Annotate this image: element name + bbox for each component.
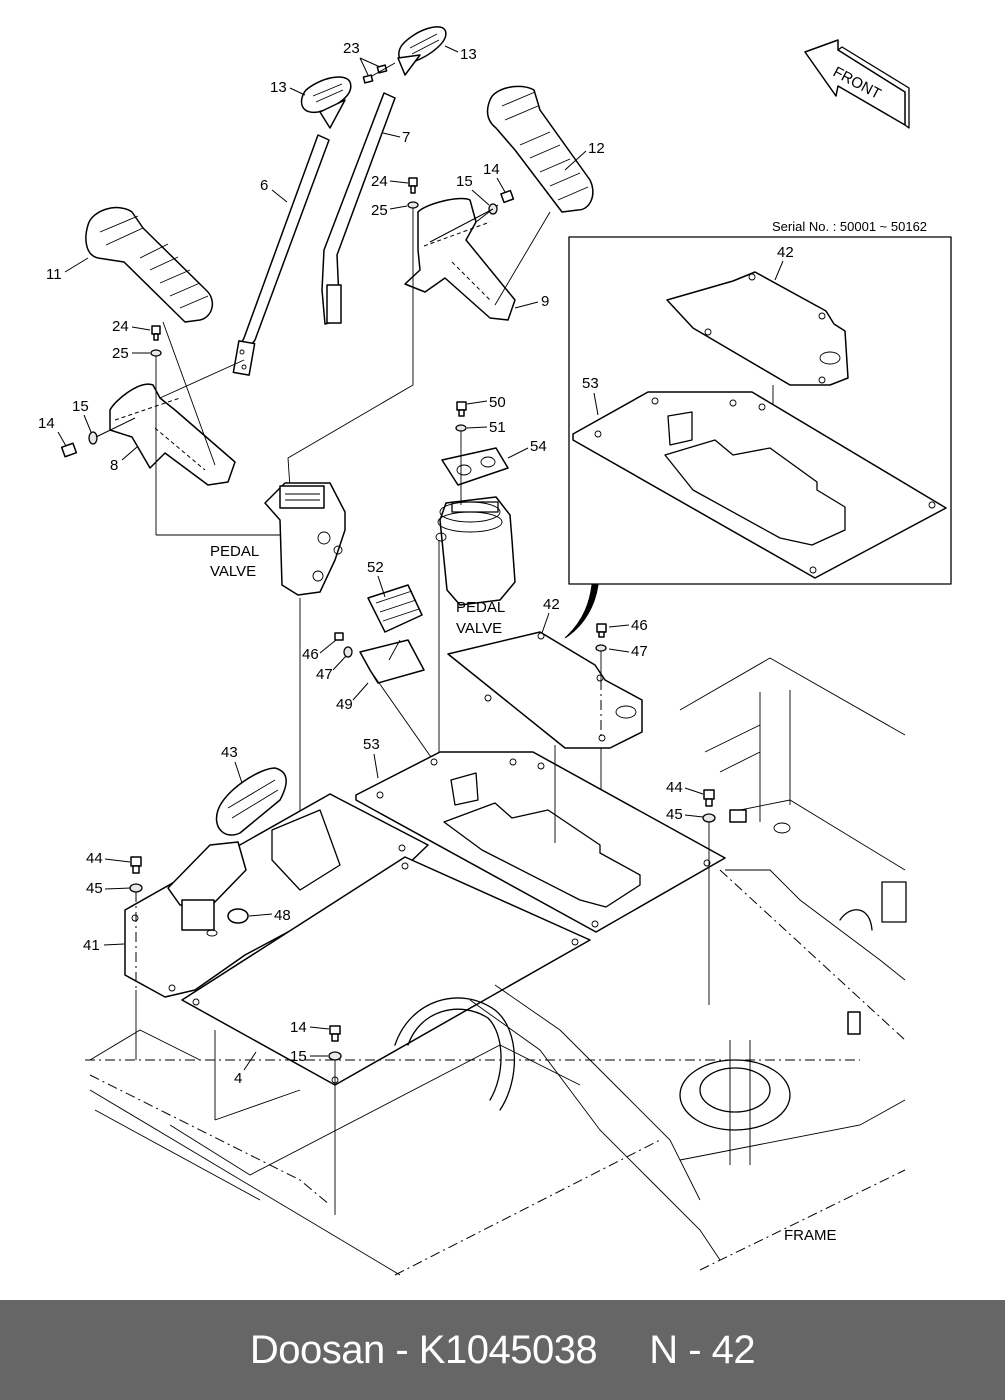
callout-45-right: 45 [666, 806, 683, 823]
fastener-14-15-upper [429, 189, 515, 243]
callout-54: 54 [530, 438, 547, 455]
callout-25-lower: 25 [112, 345, 129, 362]
pedal-valve-label-left-line1: PEDAL [210, 543, 259, 560]
fastener-24-25-lower [150, 325, 162, 535]
callout-13-left: 13 [270, 79, 287, 96]
fastener-46-47-mid [334, 632, 353, 658]
callout-47-mid: 47 [316, 666, 333, 683]
callout-14-upper: 14 [483, 161, 500, 178]
callout-25-upper: 25 [371, 202, 388, 219]
callout-11: 11 [46, 266, 62, 283]
inset-plate-53 [572, 391, 947, 579]
lever-7 [321, 92, 396, 325]
grip-13-left [300, 76, 352, 129]
callout-43: 43 [221, 744, 238, 761]
pedal-valve-label-left-line2: VALVE [210, 563, 256, 580]
callout-51: 51 [489, 419, 506, 436]
pedal-52 [367, 584, 423, 633]
frame-label: FRAME [784, 1227, 837, 1244]
callout-8: 8 [110, 457, 118, 474]
brand-part-number: Doosan - K1045038 [249, 1327, 598, 1372]
callout-4: 4 [234, 1070, 242, 1087]
callout-50: 50 [489, 394, 506, 411]
callout-7: 7 [402, 129, 410, 146]
grip-13-right [397, 26, 447, 76]
callout-47-right: 47 [631, 643, 648, 660]
callout-46-mid: 46 [302, 646, 319, 663]
pedal-12 [486, 85, 594, 213]
callout-24-lower: 24 [112, 318, 129, 335]
callout-49: 49 [336, 696, 353, 713]
inset-pointer [564, 584, 599, 639]
callout-44-right: 44 [666, 779, 683, 796]
plate-42 [447, 631, 643, 749]
bracket-49 [359, 639, 441, 771]
plate-41 [124, 793, 429, 998]
front-direction-arrow: FRONT [804, 39, 910, 129]
plate-4 [181, 856, 591, 1086]
callouts: 23 13 13 7 6 12 14 15 24 25 9 11 24 25 1… [38, 40, 794, 1087]
page-reference: N - 42 [649, 1327, 756, 1372]
pedal-11 [85, 206, 214, 323]
callout-14-lower: 14 [38, 415, 55, 432]
pedal-valve-label-right-line1: PEDAL [456, 599, 505, 616]
callout-52: 52 [367, 559, 384, 576]
cap-48 [206, 908, 249, 937]
callout-6: 6 [260, 177, 268, 194]
fastener-44-45-right [702, 789, 716, 1005]
callout-23: 23 [343, 40, 360, 57]
bracket-9 [404, 197, 516, 321]
bracket-8 [109, 383, 236, 486]
pedal-valve-label-right-line2: VALVE [456, 620, 502, 637]
callout-12: 12 [588, 140, 605, 157]
bolt-23 [362, 62, 396, 84]
serial-inset: Serial No. : 50001 ~ 50162 [568, 219, 952, 585]
cover-54 [441, 447, 529, 486]
callout-42-main: 42 [543, 596, 560, 613]
callout-14-bottom: 14 [290, 1019, 307, 1036]
plate-53 [355, 745, 726, 933]
fastener-14-15-lower [60, 417, 136, 458]
callout-46-right: 46 [631, 617, 648, 634]
lever-6 [232, 134, 330, 376]
pedal-valve-right: PEDAL VALVE [435, 496, 516, 637]
callout-24-upper: 24 [371, 173, 388, 190]
fastener-46-47-right [595, 623, 607, 843]
callout-45-left: 45 [86, 880, 103, 897]
callout-53-main: 53 [363, 736, 380, 753]
part-reference-footer: Doosan - K1045038 N - 42 [0, 1300, 1005, 1400]
callout-41: 41 [83, 937, 100, 954]
pedal-43-base [167, 841, 247, 931]
fastener-14-15-bottom [328, 1025, 342, 1215]
callout-53-inset: 53 [582, 375, 599, 392]
inset-plate-42 [666, 271, 849, 386]
callout-44-left: 44 [86, 850, 103, 867]
callout-48: 48 [274, 907, 291, 924]
callout-9: 9 [541, 293, 549, 310]
callout-42-inset: 42 [777, 244, 794, 261]
serial-number-note: Serial No. : 50001 ~ 50162 [772, 219, 927, 234]
fastener-24-25-upper [407, 177, 419, 280]
exploded-parts-diagram: FRONT Serial No. : 50001 ~ 50162 [38, 26, 952, 1276]
callout-15-bottom: 15 [290, 1048, 307, 1065]
fastener-50-51 [455, 401, 467, 505]
callout-15-lower: 15 [72, 398, 89, 415]
pedal-valve-left: PEDAL VALVE [210, 482, 346, 596]
callout-15-upper: 15 [456, 173, 473, 190]
callout-13-right: 13 [460, 46, 477, 63]
frame-structure: FRAME [85, 657, 907, 1276]
